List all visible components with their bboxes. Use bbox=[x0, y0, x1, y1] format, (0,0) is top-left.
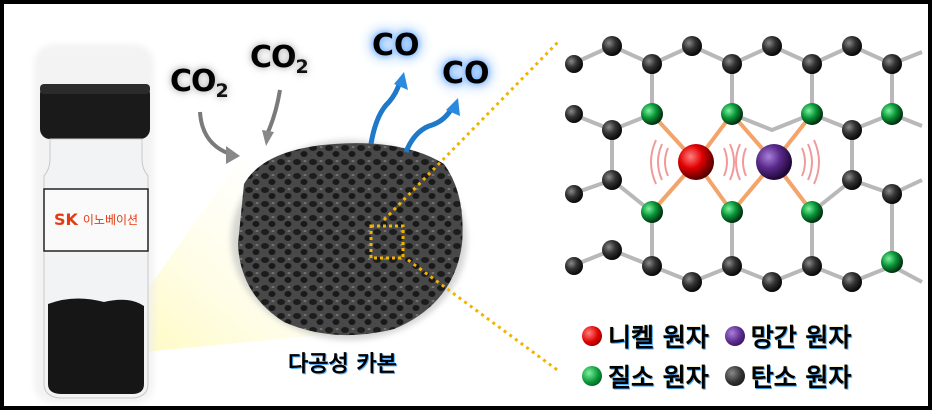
co-arrow-1 bbox=[368, 81, 403, 145]
legend-item-nitrogen: 질소 원자 bbox=[582, 358, 709, 394]
manganese-atom bbox=[756, 144, 792, 180]
atomic-lattice bbox=[565, 36, 923, 292]
diagram-graphics bbox=[34, 36, 923, 404]
atom-legend: 니켈 원자 망간 원자 질소 원자 탄소 원자 bbox=[582, 318, 851, 394]
co-arrow-2 bbox=[403, 106, 455, 153]
legend-item-manganese: 망간 원자 bbox=[724, 318, 851, 354]
nickel-ball-icon bbox=[582, 326, 602, 346]
co2-label-2: CO2 bbox=[250, 40, 309, 78]
nitrogen-ball-icon bbox=[582, 366, 602, 386]
vibration-marks bbox=[650, 139, 820, 185]
vial-label: SK 이노베이션 bbox=[44, 210, 148, 229]
figure-canvas: SK 이노베이션 CO2 CO2 CO CO 다공성 카본 니켈 원자 망간 원… bbox=[4, 4, 928, 406]
legend-item-carbon: 탄소 원자 bbox=[724, 358, 851, 394]
co2-arrow-2 bbox=[266, 89, 282, 133]
nickel-atom bbox=[678, 144, 714, 180]
co2-arrow-1 bbox=[198, 111, 231, 156]
co-label-2: CO bbox=[442, 56, 490, 91]
vial bbox=[34, 44, 154, 404]
co-label-1: CO bbox=[372, 28, 420, 63]
legend-item-nickel: 니켈 원자 bbox=[582, 318, 709, 354]
carbon-ball-icon bbox=[724, 366, 745, 386]
porous-carbon bbox=[231, 140, 467, 340]
co2-label-1: CO2 bbox=[170, 64, 229, 102]
porous-carbon-caption: 다공성 카본 bbox=[288, 352, 397, 377]
sk-logo: SK bbox=[53, 210, 78, 229]
manganese-ball-icon bbox=[724, 326, 745, 346]
sk-label-text: 이노베이션 bbox=[82, 213, 139, 227]
zoom-line-bottom bbox=[407, 258, 561, 374]
zoom-region bbox=[369, 224, 405, 260]
